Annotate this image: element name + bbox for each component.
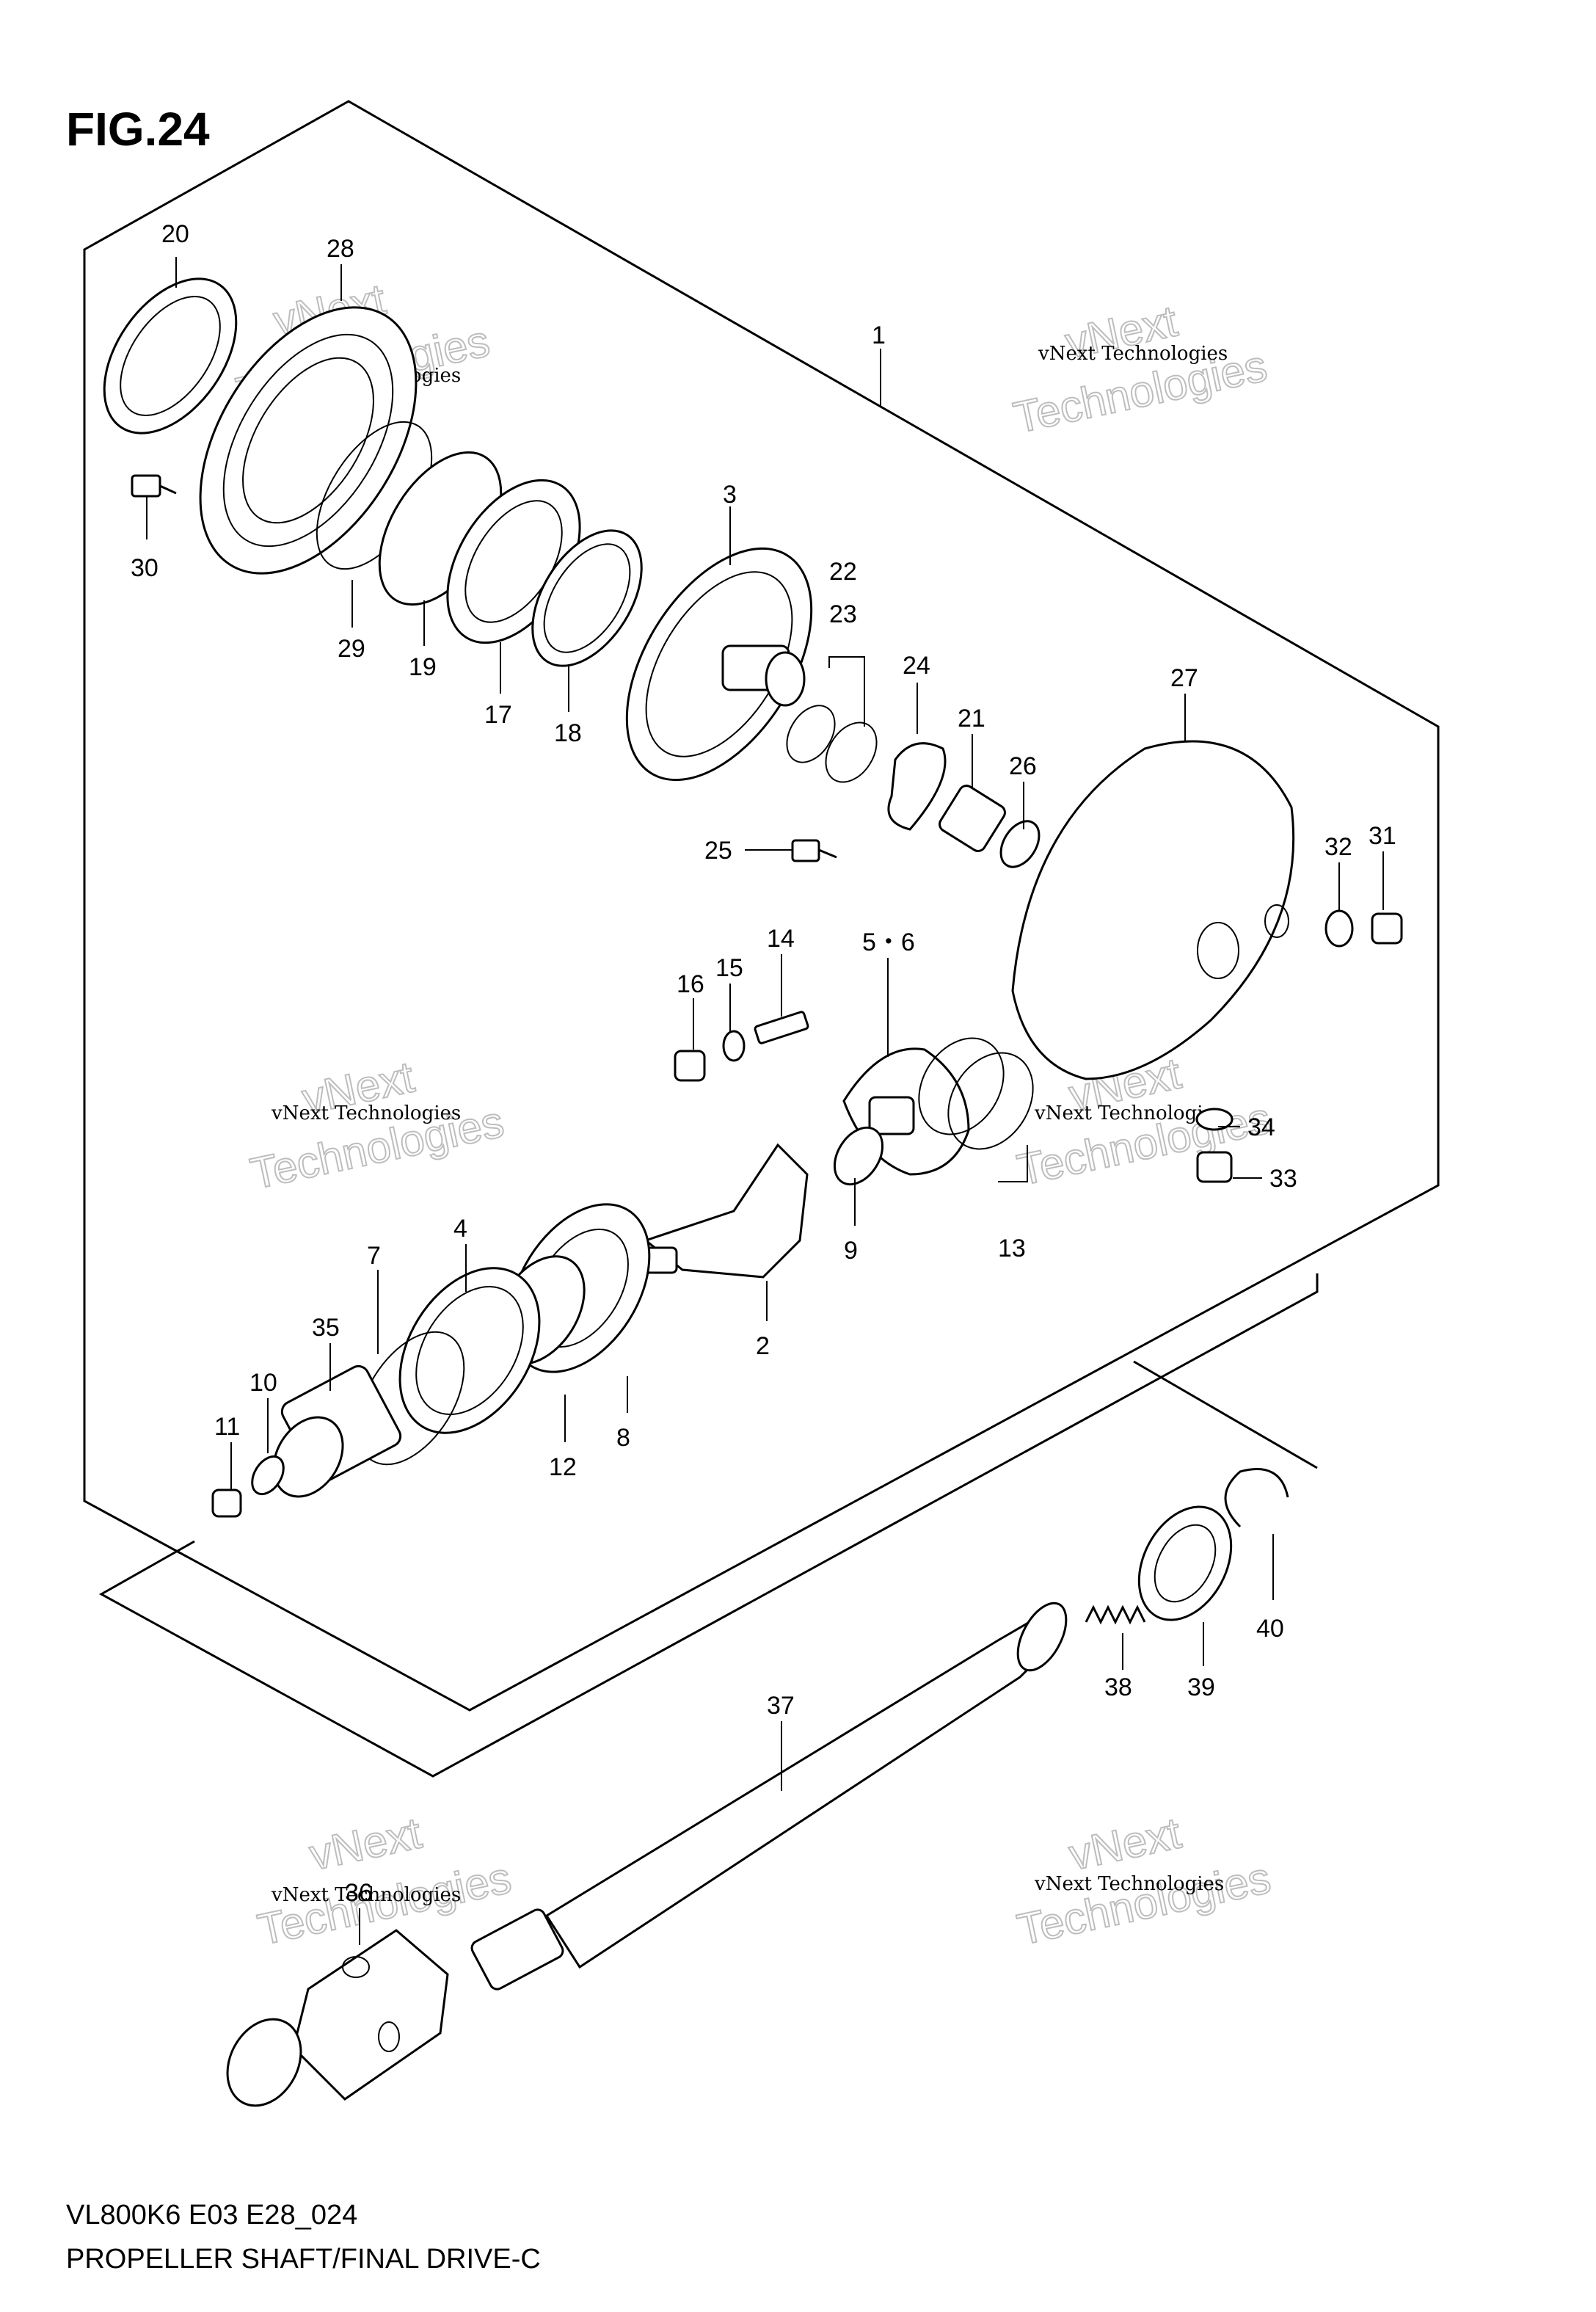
callout-35: 35 [312, 1314, 340, 1342]
part-9-bearing [833, 1126, 884, 1186]
callout-16: 16 [677, 970, 704, 998]
callout-7: 7 [367, 1242, 381, 1270]
callout-13: 13 [998, 1235, 1026, 1262]
watermark-5-text: vNext Technologies [271, 1884, 461, 1906]
part-24-stopper [887, 742, 947, 831]
callout-40: 40 [1256, 1615, 1284, 1643]
footer-code: VL800K6 E03 E28_024 [66, 2200, 357, 2231]
part-3-ring-gear [625, 547, 813, 782]
part-36-universal-joint [226, 1929, 449, 2107]
callout-28: 28 [327, 235, 354, 263]
part-35-coupling [272, 1364, 402, 1498]
callout-18: 18 [554, 719, 582, 747]
callout-31: 31 [1369, 822, 1396, 850]
callout-39: 39 [1187, 1673, 1215, 1701]
callout-36: 36 [345, 1879, 373, 1907]
callout-11: 11 [214, 1413, 240, 1441]
figure-title: FIG.24 [66, 103, 210, 156]
callout-17: 17 [484, 701, 512, 729]
callout-21: 21 [958, 705, 985, 733]
part-20-oil-seal [103, 277, 238, 435]
callout-26: 26 [1009, 752, 1037, 780]
part-16-nut [674, 1050, 706, 1082]
callout-10: 10 [249, 1369, 277, 1397]
callout-29: 29 [338, 635, 365, 663]
part-27-gear-case [1011, 740, 1295, 1080]
svg-text:Technologies: Technologies [1013, 1853, 1275, 1954]
callout-1: 1 [872, 321, 886, 349]
part-40-circlip [1224, 1468, 1289, 1528]
part-18-ring [531, 529, 643, 667]
part-22-shim [786, 705, 836, 763]
part-32-gasket [1324, 909, 1354, 948]
callout-19: 19 [409, 653, 437, 681]
part-2-bevel-gear [631, 1143, 809, 1279]
footer-title: PROPELLER SHAFT/FINAL DRIVE-C [66, 2244, 541, 2275]
callout-25: 25 [704, 837, 732, 865]
part-31-plug [1371, 912, 1403, 945]
leader-lines [146, 257, 1384, 1945]
callout-23: 23 [829, 600, 857, 628]
callout-34: 34 [1247, 1113, 1275, 1141]
shaft-frame-lower [98, 1273, 1319, 1778]
callout-4: 4 [453, 1215, 467, 1243]
part-10-washer [251, 1455, 285, 1496]
callout-3: 3 [723, 481, 737, 509]
watermark-3-text: vNext Technologies [271, 1102, 461, 1124]
svg-text:vNext: vNext [305, 1808, 426, 1879]
part-7-o-ring [357, 1331, 465, 1466]
part-28-housing [199, 306, 418, 575]
watermark-4-text: vNext Technologies [1034, 1102, 1224, 1124]
part-23-shim [825, 721, 878, 783]
watermark-2-text: vNext Technologies [1038, 343, 1228, 365]
callout-14: 14 [767, 925, 795, 953]
callout-30: 30 [131, 554, 158, 582]
part-26-washer [999, 820, 1041, 868]
callout-5-6: 5・6 [862, 928, 915, 956]
part-13-shim-b [947, 1052, 1034, 1150]
callout-8: 8 [616, 1424, 630, 1452]
part-39-cover [1137, 1505, 1233, 1621]
part-4-bearing-case [398, 1267, 541, 1434]
part-38-spring [1085, 1604, 1146, 1625]
callout-20: 20 [161, 220, 189, 248]
part-33-bolt [1196, 1151, 1233, 1183]
part-21-needle-bearing [939, 785, 1006, 852]
callout-9: 9 [844, 1237, 858, 1265]
callout-12: 12 [549, 1453, 577, 1481]
callout-38: 38 [1104, 1673, 1132, 1701]
part-34-washer [1195, 1108, 1234, 1131]
part-30-bolt [131, 474, 177, 498]
callout-labels: 1 20 28 30 29 19 17 18 3 22 23 24 21 26 … [131, 220, 1396, 1907]
svg-text:vNext: vNext [1065, 1808, 1185, 1879]
callout-15: 15 [715, 954, 743, 982]
callout-27: 27 [1170, 664, 1198, 692]
callout-32: 32 [1324, 833, 1352, 861]
part-13-shim-a [918, 1037, 1005, 1135]
callout-37: 37 [767, 1692, 795, 1720]
part-11-nut [211, 1488, 242, 1518]
part-25-bolt [791, 839, 837, 862]
shaft-frame-top-right [1133, 1360, 1318, 1469]
assembly-frame [83, 100, 1440, 1712]
part-37-propeller-shaft [470, 1602, 1068, 1991]
part-15-washer [722, 1030, 746, 1062]
callout-2: 2 [756, 1332, 770, 1360]
part-14-stud [754, 1011, 809, 1044]
callout-24: 24 [903, 652, 930, 680]
watermark-6-text: vNext Technologies [1034, 1873, 1224, 1895]
callout-33: 33 [1269, 1165, 1297, 1193]
callout-22: 22 [829, 558, 857, 586]
watermark-5: vNext Technologies [253, 1807, 517, 1955]
